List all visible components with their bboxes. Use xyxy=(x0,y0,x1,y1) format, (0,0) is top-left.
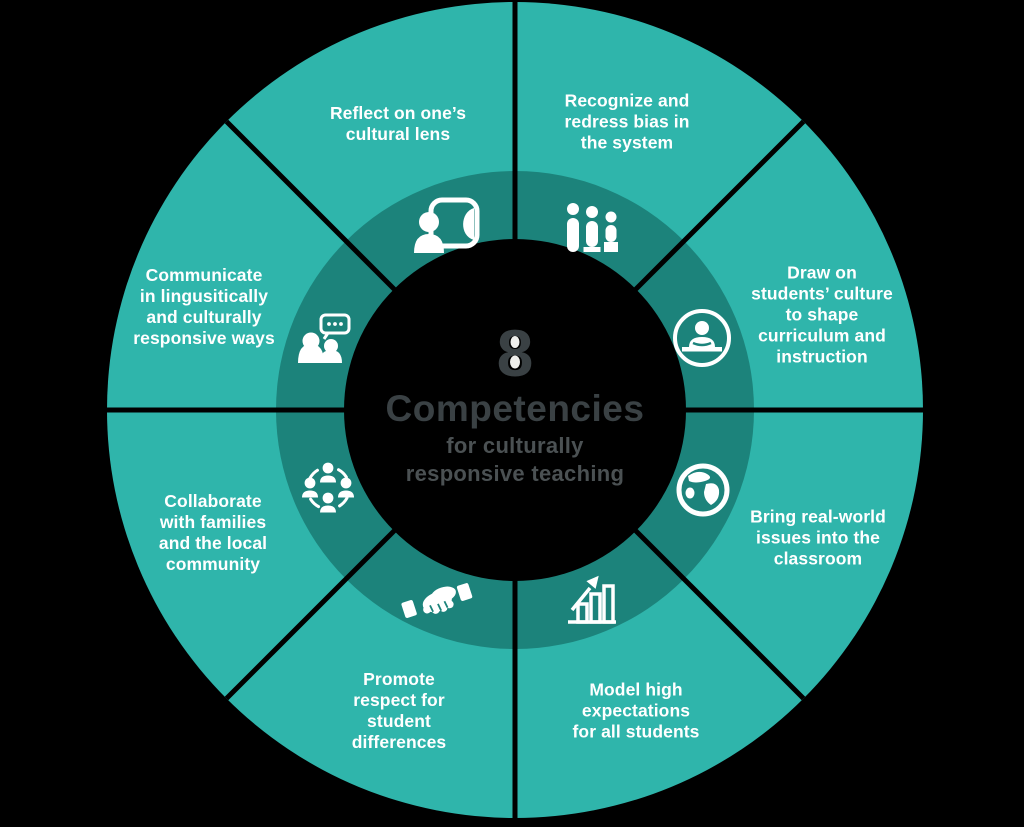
center-text: 8 Competencies for culturally responsive… xyxy=(386,316,645,486)
community-circle-icon xyxy=(302,462,354,513)
segment-label-reflect: Reflect on one’s cultural lens xyxy=(329,103,467,144)
center-number: 8 xyxy=(497,316,534,390)
segment-label-collaborate: Collaborate with families and the local … xyxy=(158,491,268,574)
numeral-counter-dot xyxy=(510,355,520,369)
people-chat-icon xyxy=(298,313,351,363)
segment-label-expectations: Model high expectations for all students xyxy=(572,679,700,742)
mirror-reflection-icon xyxy=(414,197,480,253)
equity-people-icon xyxy=(567,203,618,252)
handshake-icon xyxy=(401,583,473,618)
center-subtitle-line1: for culturally xyxy=(446,433,584,458)
numeral-counter-dot xyxy=(510,336,520,348)
segment-label-real-world: Bring real-world issues into the classro… xyxy=(750,506,886,569)
growth-chart-icon xyxy=(568,575,616,624)
segment-label-communicate: Communicate in lingusitically and cultur… xyxy=(133,265,275,348)
segment-label-respect: Promote respect for student differences xyxy=(351,669,447,752)
community-person xyxy=(320,462,336,483)
globe-icon xyxy=(676,463,730,517)
segment-label-draw: Draw on students’ culture to shape curri… xyxy=(751,262,893,367)
segment-label-recognize: Recognize and redress bias in the system xyxy=(564,90,690,153)
center-title: Competencies xyxy=(386,388,645,429)
person-at-laptop-icon xyxy=(673,309,731,367)
center-subtitle-line2: responsive teaching xyxy=(406,461,624,486)
center-hub xyxy=(344,239,686,581)
